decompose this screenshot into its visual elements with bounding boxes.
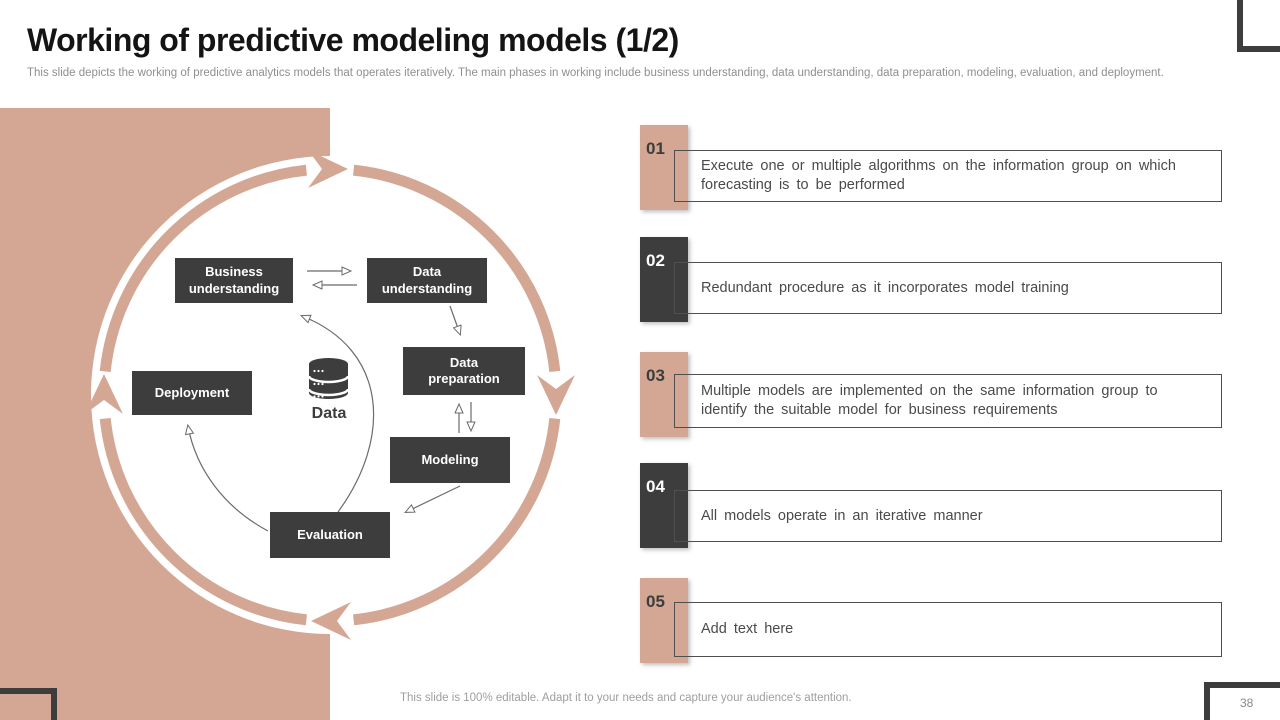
cycle-ring-arc-top-right bbox=[353, 164, 561, 372]
item-text: Redundant procedure as it incorporates m… bbox=[701, 279, 1069, 296]
arrow-evaluation-to-business bbox=[302, 316, 375, 513]
item-text-box-01: Execute one or multiple algorithms on th… bbox=[674, 150, 1222, 202]
cycle-ring-arrows bbox=[85, 150, 575, 640]
node-label-line: understanding bbox=[381, 280, 473, 296]
item-text: 04 bbox=[646, 477, 665, 496]
corner-frame-bottom-left-horizontal bbox=[0, 688, 57, 694]
database-icon bbox=[307, 358, 350, 399]
cycle-ring-arc-top-left bbox=[99, 164, 307, 372]
item-number-tile-03: 03 bbox=[640, 352, 688, 437]
flow-arrows bbox=[188, 271, 471, 532]
corner-frame-top-right-vertical bbox=[1237, 0, 1243, 52]
data-center-label: Data bbox=[311, 405, 347, 422]
arrow-evaluation-to-deployment bbox=[188, 426, 269, 532]
item-text-box-02: Redundant procedure as it incorporates m… bbox=[674, 262, 1222, 314]
corner-frame-top-right-horizontal bbox=[1237, 46, 1280, 52]
node-label-line: Data bbox=[449, 354, 479, 370]
cycle-ring bbox=[99, 164, 561, 626]
node-label-line: Evaluation bbox=[297, 526, 363, 542]
item-number-tile-05: 05 bbox=[640, 578, 688, 663]
cycle-arrow-up-icon bbox=[85, 374, 123, 414]
item-number: 01 bbox=[646, 139, 665, 158]
node-label-line: Data bbox=[412, 264, 442, 280]
arrow-modeling-to-evaluation bbox=[406, 485, 461, 512]
item-number: 02 bbox=[646, 251, 665, 270]
cycle-arrow-right-icon bbox=[308, 150, 348, 188]
node-data-understanding: Data understanding bbox=[367, 258, 487, 303]
cycle-ring-arc-bottom-right bbox=[353, 418, 561, 626]
slide-subtitle: This slide depicts the working of predic… bbox=[27, 67, 1164, 79]
item-text: Execute one or multiple algorithms on th… bbox=[701, 158, 1176, 193]
node-evaluation: Evaluation bbox=[270, 512, 390, 558]
item-number-tile-01: 01 bbox=[640, 125, 688, 210]
page-number: 38 bbox=[1240, 696, 1254, 710]
cycle-ring-arc-bottom-left bbox=[99, 418, 307, 626]
node-label-line: Deployment bbox=[154, 384, 230, 400]
node-data-preparation: Data preparation bbox=[403, 347, 525, 395]
item-number: 05 bbox=[646, 592, 665, 611]
node-modeling: Modeling bbox=[390, 437, 510, 483]
cycle-arrow-left-icon bbox=[311, 602, 351, 640]
cycle-arrow-down-icon bbox=[537, 375, 575, 415]
arrow-data-understanding-to-preparation bbox=[449, 305, 460, 334]
page-title: Working of predictive modeling models (1… bbox=[27, 22, 679, 58]
node-business-understanding: Business understanding bbox=[175, 258, 293, 303]
corner-frame-bottom-right-vertical bbox=[1204, 682, 1210, 720]
item-text-box-04: All models operate in an iterative manne… bbox=[674, 490, 1222, 542]
node-label-line: Business bbox=[205, 264, 263, 280]
corner-frame-bottom-right-horizontal bbox=[1204, 682, 1280, 688]
item-number: 03 bbox=[646, 366, 665, 385]
item-text-box-05: Add text here bbox=[674, 602, 1222, 657]
corner-frame-bottom-left-vertical bbox=[51, 688, 57, 720]
node-deployment: Deployment bbox=[132, 371, 252, 415]
node-label-line: preparation bbox=[428, 371, 500, 386]
node-label-line: Modeling bbox=[421, 451, 479, 467]
item-number-tile-02: 02 bbox=[640, 237, 688, 322]
item-text: Multiple models are implemented on the s… bbox=[701, 383, 1158, 418]
footer-note: This slide is 100% editable. Adapt it to… bbox=[400, 692, 852, 704]
item-text-box-03: Multiple models are implemented on the s… bbox=[674, 374, 1222, 428]
item-text: Add text here bbox=[701, 621, 794, 638]
item-text: All models operate in an iterative manne… bbox=[701, 507, 983, 524]
predictive-modeling-cycle-diagram: Business understanding Data understandin… bbox=[0, 108, 640, 720]
item-number-tile-04: 04 bbox=[640, 463, 688, 548]
node-label-line: understanding bbox=[188, 280, 280, 296]
